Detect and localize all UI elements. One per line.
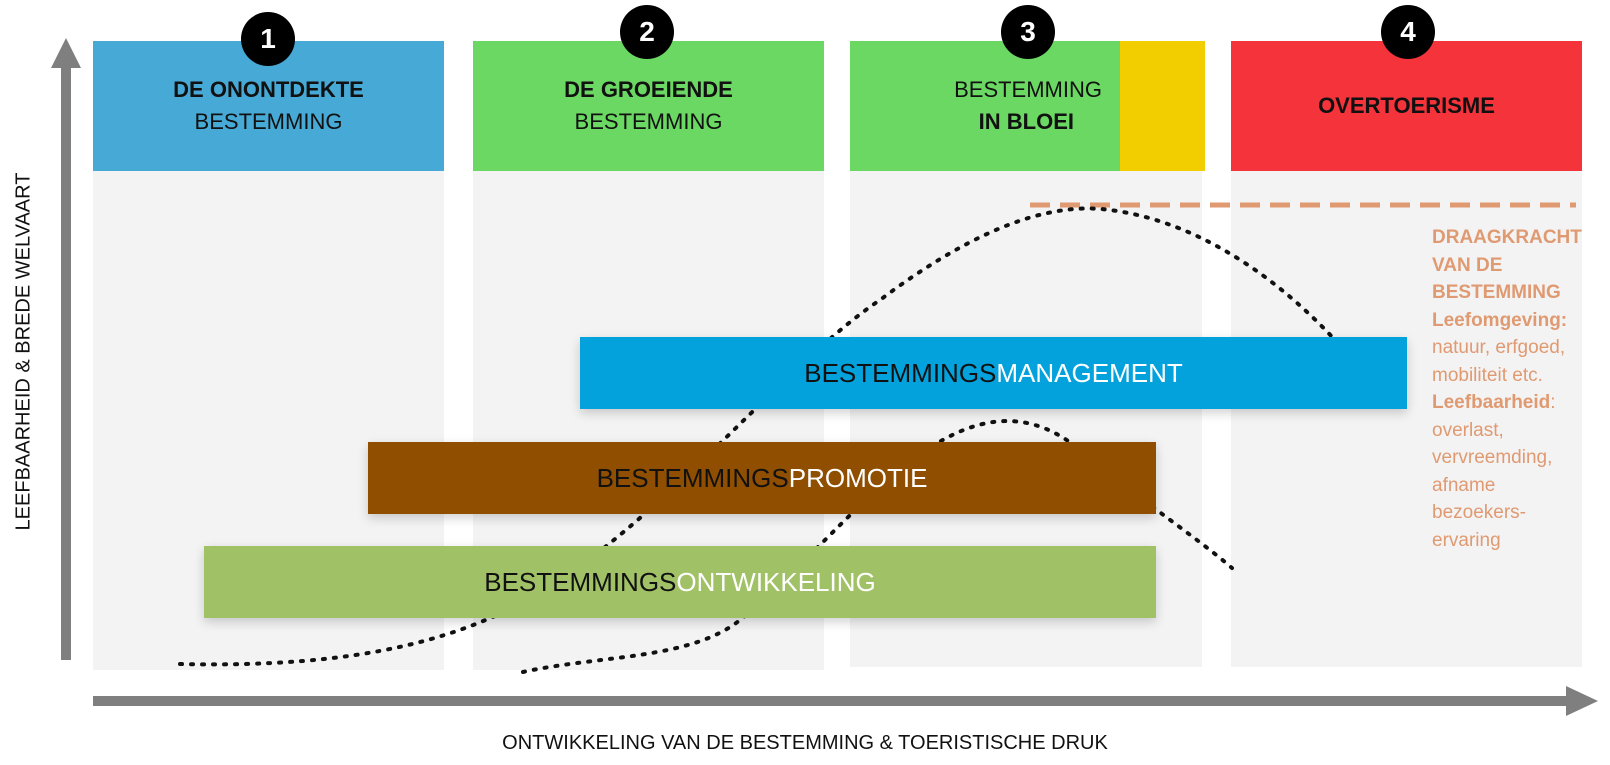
leefbaarheid-text-5: ervaring — [1432, 529, 1501, 551]
management-prefix: BESTEMMINGS — [804, 357, 997, 388]
phase-4-header: OVERTOERISME — [1231, 41, 1582, 171]
promotie-prefix: BESTEMMINGS — [596, 462, 789, 493]
capacity-title-line-2: VAN DE — [1432, 254, 1503, 276]
leefbaarheid-text-3: afname — [1432, 474, 1496, 496]
phase-4-column — [1231, 170, 1582, 667]
phase-3-subtitle: IN BLOEI — [978, 109, 1074, 134]
phase-2-header: DE GROEIENDE BESTEMMING — [473, 41, 824, 171]
y-axis-label: LEEFBAARHEID & BREDE WELVAART — [12, 172, 35, 531]
phase-1-number-badge: 1 — [241, 12, 295, 66]
phase-2-title: DE GROEIENDE — [564, 77, 733, 102]
y-axis-arrowhead — [51, 38, 81, 68]
ontwikkeling-prefix: BESTEMMINGS — [484, 566, 677, 597]
phase-4-title: OVERTOERISME — [1318, 93, 1495, 118]
leefbaarheid-text-2: vervreemding, — [1432, 447, 1553, 468]
capacity-title-line-1: DRAAGKRACHT — [1432, 227, 1582, 248]
leefomgeving-text-2: mobiliteit etc. — [1432, 364, 1543, 386]
leefomgeving-label: Leefomgeving: — [1432, 309, 1568, 331]
phase-3-header: BESTEMMING IN BLOEI — [850, 41, 1120, 171]
phase-2-subtitle: BESTEMMING — [574, 109, 723, 134]
leefbaarheid-text-1: overlast, — [1432, 419, 1504, 441]
phase-3-title: BESTEMMING — [954, 77, 1102, 102]
phase-1-title: DE ONONTDEKTE — [173, 77, 364, 102]
x-axis-label: ONTWIKKELING VAN DE BESTEMMING & TOERIST… — [502, 732, 1108, 754]
promotie-suffix: PROMOTIE — [788, 462, 928, 493]
ontwikkeling-suffix: ONTWIKKELING — [676, 566, 876, 597]
leefbaarheid-label: Leefbaarheid — [1432, 392, 1551, 413]
leefbaarheid-colon: : — [1550, 392, 1556, 413]
phase-2-number-badge: 2 — [620, 5, 674, 59]
x-axis-arrowhead — [1566, 686, 1598, 716]
capacity-note: DRAAGKRACHT VAN DE BESTEMMING Leefomgevi… — [1432, 224, 1608, 554]
phase-3-accent-block — [1120, 41, 1205, 171]
large-curve — [178, 206, 1337, 667]
phase-3-number-badge: 3 — [1001, 5, 1055, 59]
phase-1-subtitle: BESTEMMING — [194, 109, 343, 134]
capacity-title-line-3: BESTEMMING — [1432, 282, 1561, 303]
management-suffix: MANAGEMENT — [996, 357, 1183, 388]
leefomgeving-text-1: natuur, erfgoed, — [1432, 337, 1566, 358]
leefbaarheid-text-4: bezoekers- — [1432, 502, 1526, 523]
phase-4-number-badge: 4 — [1381, 5, 1435, 59]
